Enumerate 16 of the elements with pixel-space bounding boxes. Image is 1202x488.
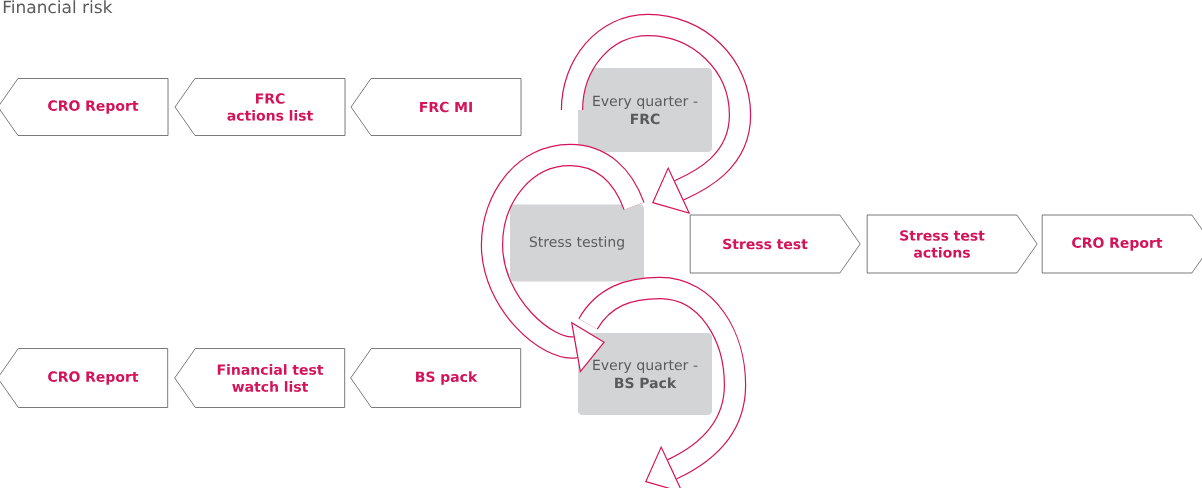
chevron-box: CRO Report xyxy=(1041,214,1202,274)
chevron-box: Financial test watch list xyxy=(174,348,346,408)
step-box: Every quarter - FRC xyxy=(578,68,712,152)
chevron-box: FRC MI xyxy=(350,78,522,136)
chevron-box: FRC actions list xyxy=(174,78,346,136)
chevron-box: BS pack xyxy=(350,348,522,408)
title: Financial risk xyxy=(3,0,113,14)
step-box: Stress testing xyxy=(510,204,644,282)
curved-arrow xyxy=(480,143,645,373)
chevron-box: CRO Report xyxy=(0,78,169,136)
curved-arrow xyxy=(560,13,752,214)
curved-arrow xyxy=(578,276,747,488)
chevron-box: Stress test actions xyxy=(866,214,1038,274)
chevron-box: Stress test xyxy=(689,214,861,274)
step-box: Every quarter - BS Pack xyxy=(578,333,712,415)
chevron-box: CRO Report xyxy=(0,348,169,408)
